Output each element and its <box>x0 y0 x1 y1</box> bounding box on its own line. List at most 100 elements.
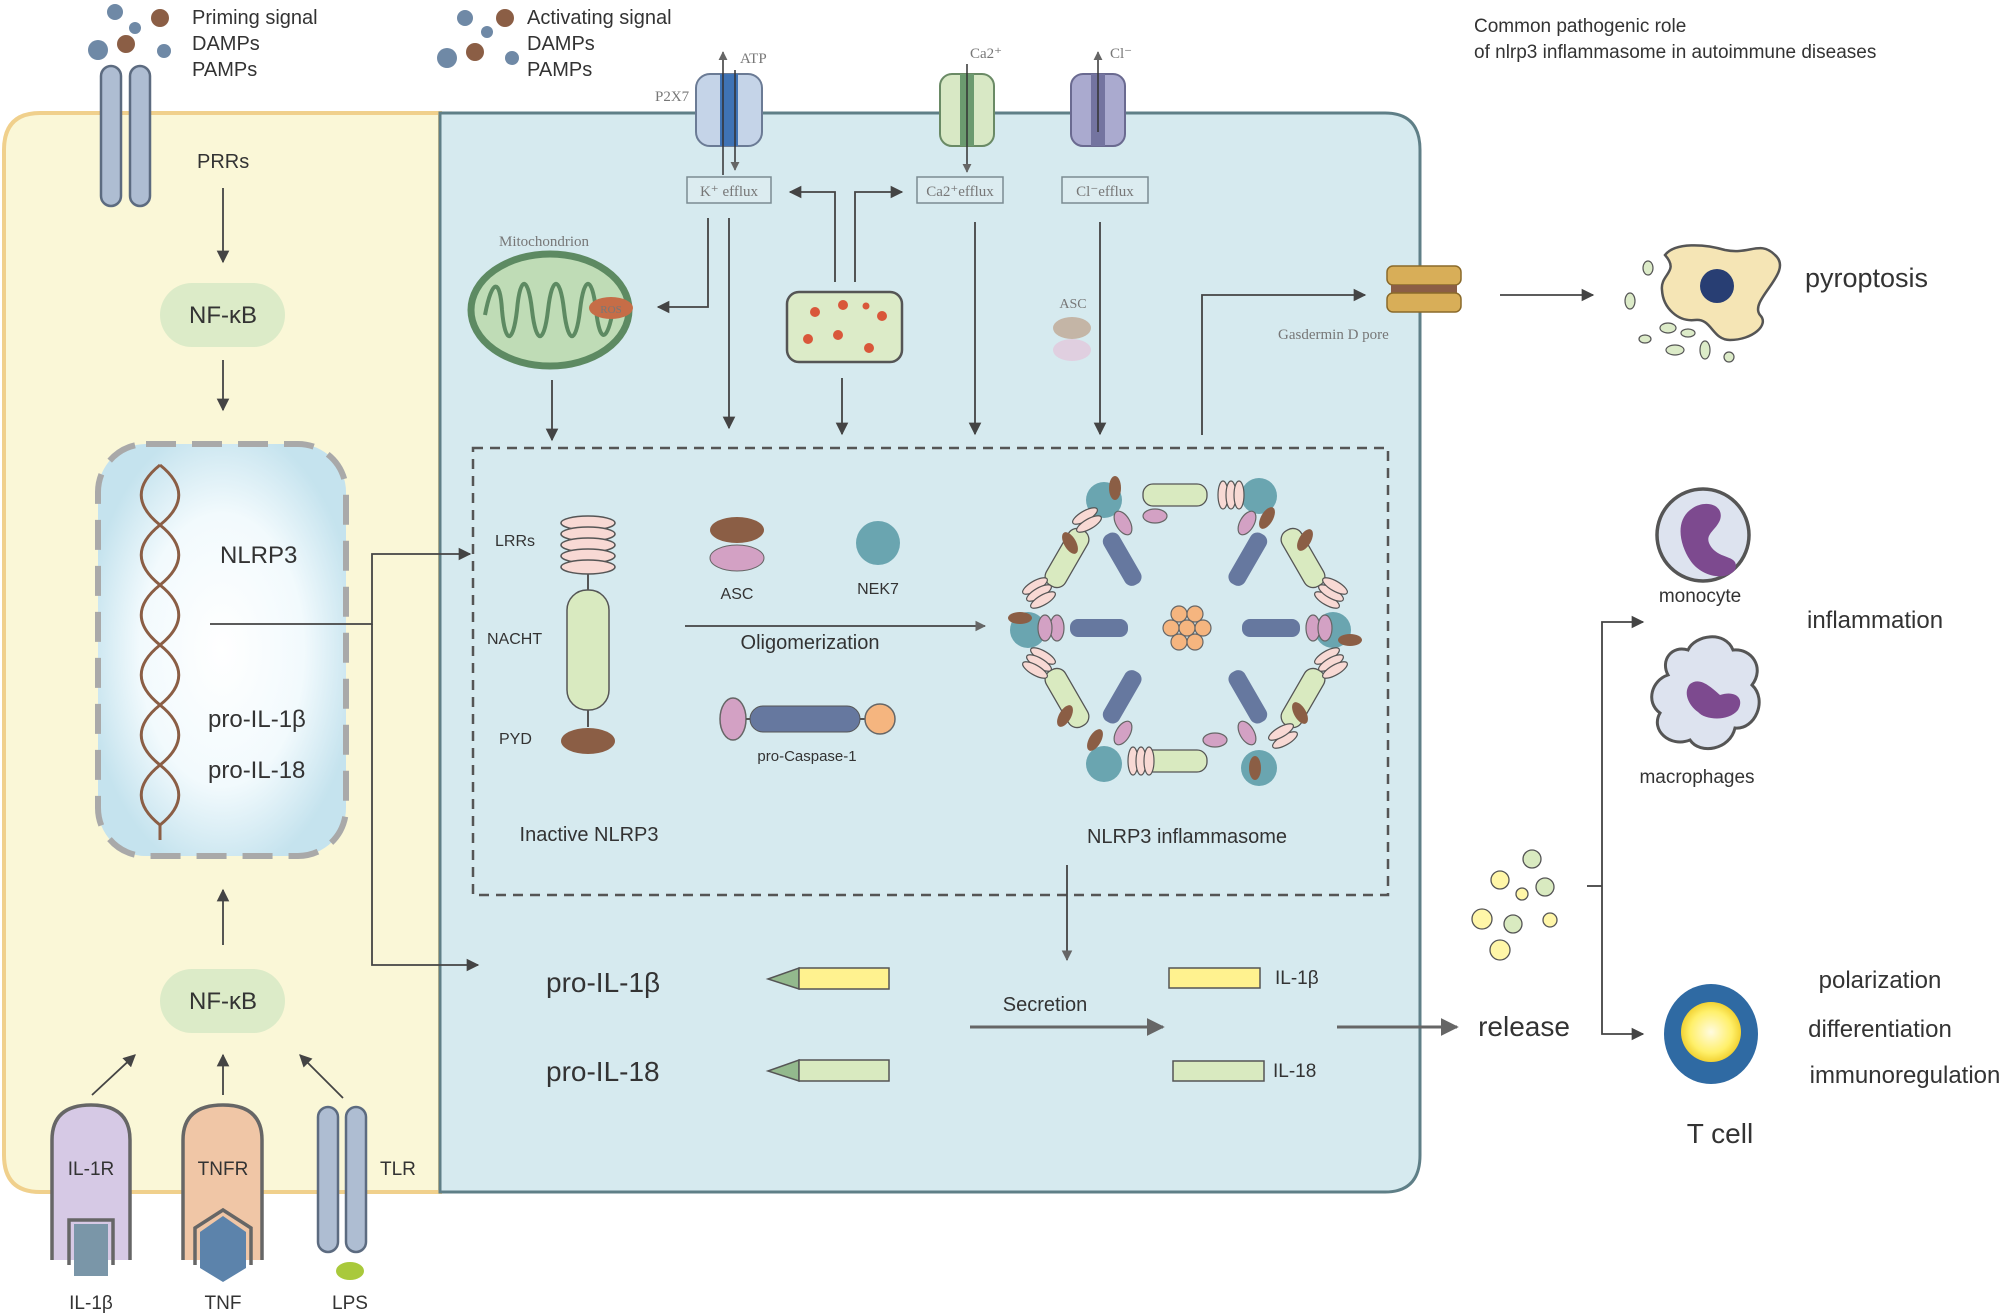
heading: Common pathogenic role of nlrp3 inflamma… <box>1474 16 1876 63</box>
t-cell-label: T cell <box>1687 1118 1753 1149</box>
inactive-nlrp3-label: Inactive NLRP3 <box>520 824 659 846</box>
priming-signal: Priming signal DAMPs PAMPs <box>88 4 318 81</box>
tlr-receptor: TLR LPS <box>316 1105 416 1314</box>
inflammation-label: inflammation <box>1807 607 1943 634</box>
immunoregulation-label: immunoregulation <box>1810 1062 2001 1089</box>
differentiation-label: differentiation <box>1808 1016 1952 1043</box>
il1b-label: IL-1β <box>1275 968 1319 989</box>
pyroptotic-cell <box>1624 244 1782 363</box>
nek7-label: NEK7 <box>857 581 899 598</box>
ca-efflux-box: Ca2⁺efflux <box>916 176 1004 204</box>
lysosome <box>785 290 904 364</box>
monocyte-label: monocyte <box>1659 586 1741 607</box>
nfkb-top: NF-κB <box>160 283 285 347</box>
released-cytokines <box>1471 849 1558 961</box>
arrow-tlr-nfkb <box>299 1054 344 1099</box>
priming-damps: DAMPs <box>192 33 260 55</box>
mitochondrion-label: Mitochondrion <box>499 234 589 250</box>
macrophages-label: macrophages <box>1639 767 1754 788</box>
pyd-label: PYD <box>499 731 532 748</box>
p2x7-label: P2X7 <box>655 89 690 105</box>
arrow-to-monocyte <box>1601 615 1645 886</box>
cl-efflux-box: Cl⁻efflux <box>1061 176 1149 204</box>
activating-signal: Activating signal DAMPs PAMPs <box>437 7 672 81</box>
nek7-protein: NEK7 <box>856 521 900 598</box>
polarization-label: polarization <box>1819 967 1942 994</box>
cell-right-region <box>438 111 1422 1194</box>
mature-il1b: IL-1β <box>1168 967 1319 989</box>
il1b-ligand-label: IL-1β <box>69 1293 113 1314</box>
activating-damps: DAMPs <box>527 33 595 55</box>
asc-label: ASC <box>721 586 754 603</box>
arrow-lysosome-k-efflux <box>788 185 836 282</box>
chloride-channel: Cl⁻ <box>1070 46 1132 147</box>
inactive-nlrp3: LRRs NACHT PYD Inactive NLRP3 <box>487 515 659 846</box>
calcium-channel: Ca2⁺ <box>939 46 1002 173</box>
atp-label: ATP <box>740 51 767 67</box>
prr-receptor: PRRs <box>99 64 249 208</box>
heading-line-1: Common pathogenic role <box>1474 16 1686 37</box>
priming-pamps: PAMPs <box>192 59 257 81</box>
nfkb-bottom-label: NF-κB <box>189 988 257 1015</box>
pro-il18-peptide <box>765 1058 890 1083</box>
nfkb-top-label: NF-κB <box>189 302 257 329</box>
nucleus: NLRP3 pro-IL-1β pro-IL-18 <box>95 441 349 859</box>
heading-line-2: of nlrp3 inflammasome in autoimmune dise… <box>1474 42 1876 63</box>
priming-signal-title: Priming signal <box>192 7 318 29</box>
nucleus-pro-il18: pro-IL-18 <box>208 757 305 784</box>
lower-pro-il1b-label: pro-IL-1β <box>546 967 660 998</box>
cytosolic-asc: ASC <box>1053 297 1091 361</box>
arrow-lysosome-ca-efflux <box>854 185 904 282</box>
nucleus-nlrp3: NLRP3 <box>220 542 297 569</box>
pro-caspase-1: pro-Caspase-1 <box>719 697 896 765</box>
tnfr-label: TNFR <box>198 1159 249 1180</box>
il1r-receptor: IL-1R IL-1β <box>50 1103 132 1314</box>
nlrp3-inflammasome-complex <box>1008 476 1362 786</box>
tnf-ligand-label: TNF <box>205 1293 242 1314</box>
t-cell <box>1664 984 1758 1084</box>
prrs-label: PRRs <box>197 151 249 173</box>
ros-label: ROS <box>600 304 621 316</box>
secretion-label: Secretion <box>1003 994 1088 1016</box>
tlr-label: TLR <box>380 1159 416 1180</box>
nfkb-bottom: NF-κB <box>160 969 285 1033</box>
arrow-to-pro-il1b <box>371 624 480 972</box>
lower-pro-il18-label: pro-IL-18 <box>546 1056 660 1087</box>
cl-efflux-label: Cl⁻efflux <box>1076 184 1134 200</box>
gasdermin-d-pore: Gasdermin D pore <box>1278 265 1462 343</box>
release-label: release <box>1478 1011 1570 1042</box>
ca-efflux-label: Ca2⁺efflux <box>926 184 994 200</box>
il18-label: IL-18 <box>1273 1061 1316 1082</box>
activating-signal-title: Activating signal <box>527 7 672 29</box>
gasdermin-label: Gasdermin D pore <box>1278 327 1389 343</box>
arrow-il1r-nfkb <box>91 1054 136 1096</box>
arrow-to-t-cell <box>1601 886 1645 1041</box>
macrophage-cell <box>1650 635 1761 750</box>
mature-il18: IL-18 <box>1172 1060 1316 1082</box>
pro-caspase-label: pro-Caspase-1 <box>757 748 856 765</box>
nucleus-pro-il1b: pro-IL-1β <box>208 706 306 733</box>
ca-label: Ca2⁺ <box>970 46 1002 62</box>
il1r-label: IL-1R <box>68 1159 114 1180</box>
lps-ligand-label: LPS <box>332 1293 368 1314</box>
k-efflux-label: K⁺ efflux <box>700 184 759 200</box>
lrrs-label: LRRs <box>495 533 535 550</box>
inflammasome-label: NLRP3 inflammasome <box>1087 826 1287 848</box>
pro-il1b-peptide <box>765 966 890 991</box>
activating-pamps: PAMPs <box>527 59 592 81</box>
arrow-inflammasome-gasdermin <box>1201 288 1367 435</box>
p2x7-channel: ATP P2X7 <box>655 51 767 175</box>
k-efflux-box: K⁺ efflux <box>686 176 772 204</box>
asc-small-label: ASC <box>1059 297 1086 312</box>
cl-label: Cl⁻ <box>1110 46 1132 62</box>
arrow-to-inactive-nlrp3 <box>210 547 472 625</box>
tnfr-receptor: TNFR TNF <box>181 1103 264 1314</box>
nacht-label: NACHT <box>487 631 542 648</box>
monocyte-cell <box>1655 487 1751 583</box>
oligomerization-label: Oligomerization <box>741 632 880 654</box>
asc-protein: ASC <box>709 517 765 603</box>
inflammasome-box <box>471 446 1390 897</box>
arrow-k-efflux-mitochondrion <box>656 218 709 314</box>
pyroptosis-label: pyroptosis <box>1805 263 1928 293</box>
